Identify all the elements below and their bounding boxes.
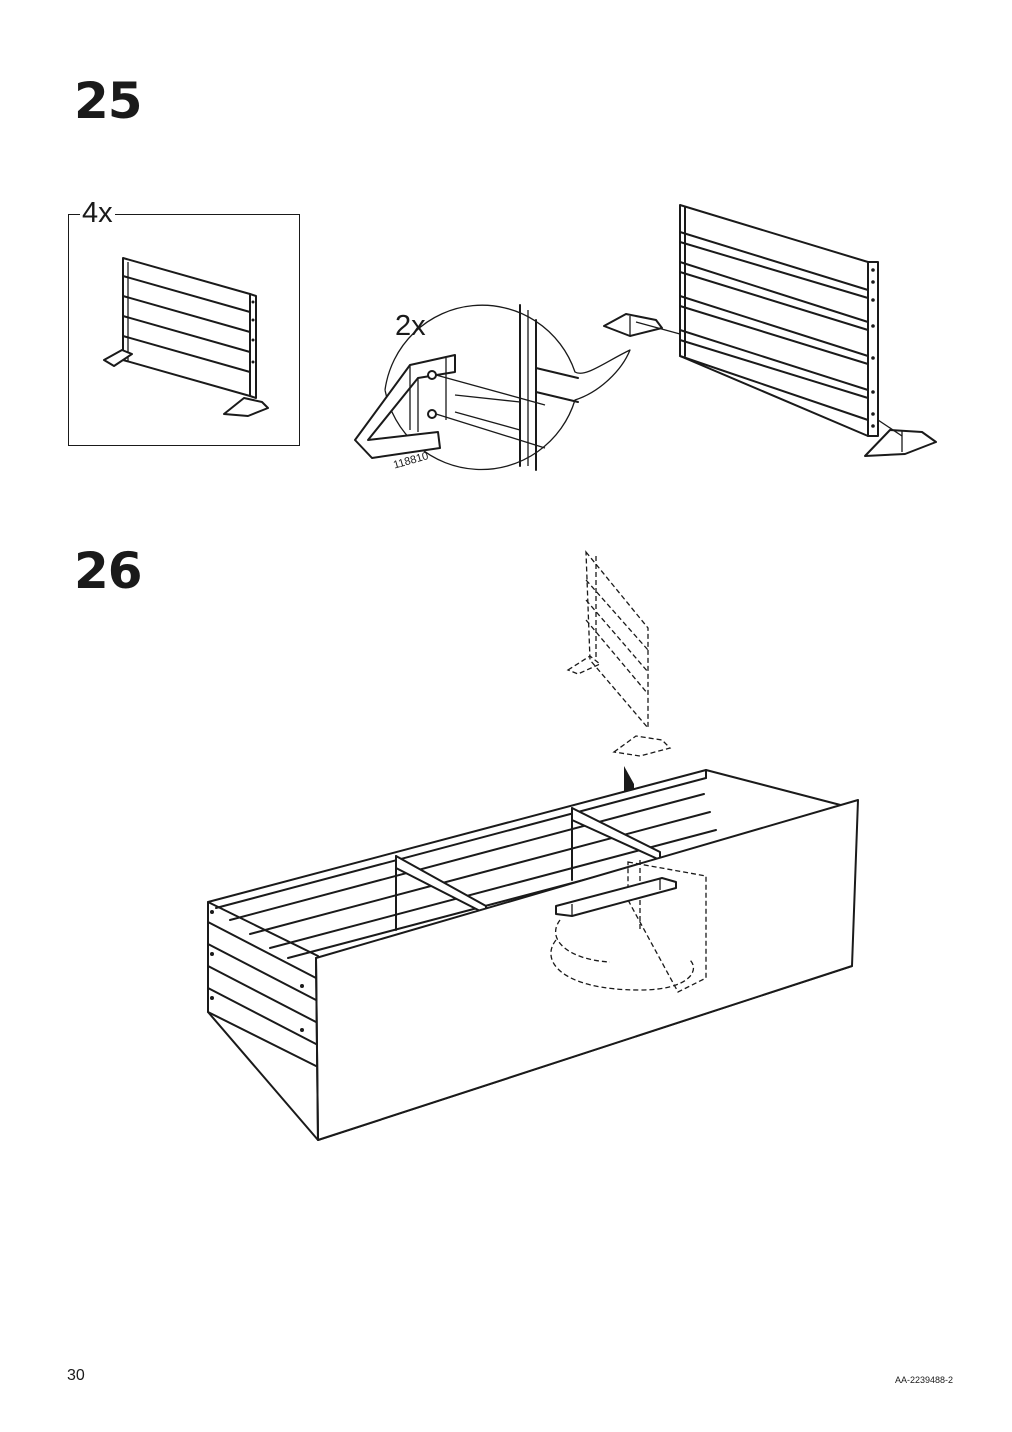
page-number: 30 <box>67 1367 85 1384</box>
panel-quantity-label: 4x <box>80 197 115 229</box>
document-code: AA-2239488-2 <box>895 1375 954 1385</box>
step-number-26: 26 <box>74 542 143 600</box>
quantity-overview-box <box>68 214 300 446</box>
step-number-25: 25 <box>74 72 143 130</box>
bracket-quantity-label: 2x <box>395 310 426 342</box>
